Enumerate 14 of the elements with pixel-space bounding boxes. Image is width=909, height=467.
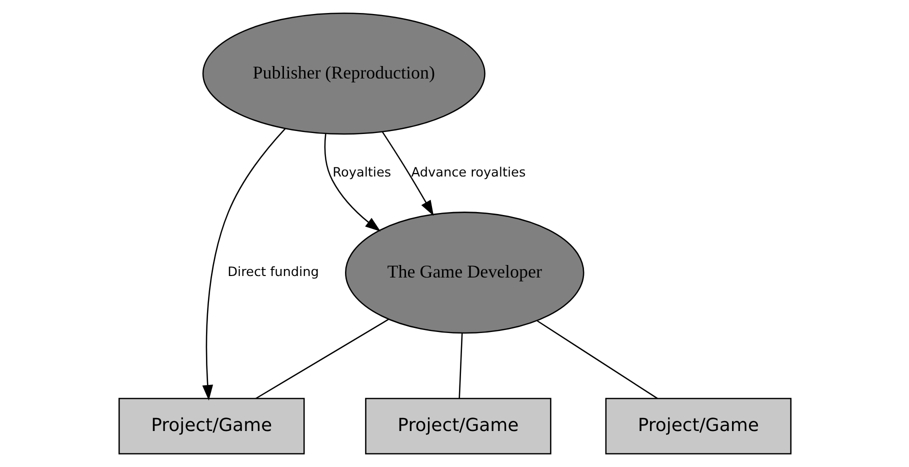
connector: [458, 333, 462, 399]
node-box: Project/Game: [604, 398, 791, 454]
connector: [536, 320, 658, 399]
arrow: [202, 128, 286, 400]
node-box: Project/Game: [118, 398, 304, 454]
connector: [255, 318, 389, 400]
node-ellipse: The Game Developer: [344, 212, 584, 334]
arrow: [324, 134, 380, 232]
node-ellipse: Publisher (Reproduction): [202, 12, 485, 135]
arrow: [381, 132, 434, 216]
node-box: Project/Game: [364, 398, 551, 454]
edge-label: Royalties: [332, 165, 391, 180]
edge-label: Advance royalties: [410, 165, 526, 180]
edge-label: Direct funding: [227, 264, 318, 280]
